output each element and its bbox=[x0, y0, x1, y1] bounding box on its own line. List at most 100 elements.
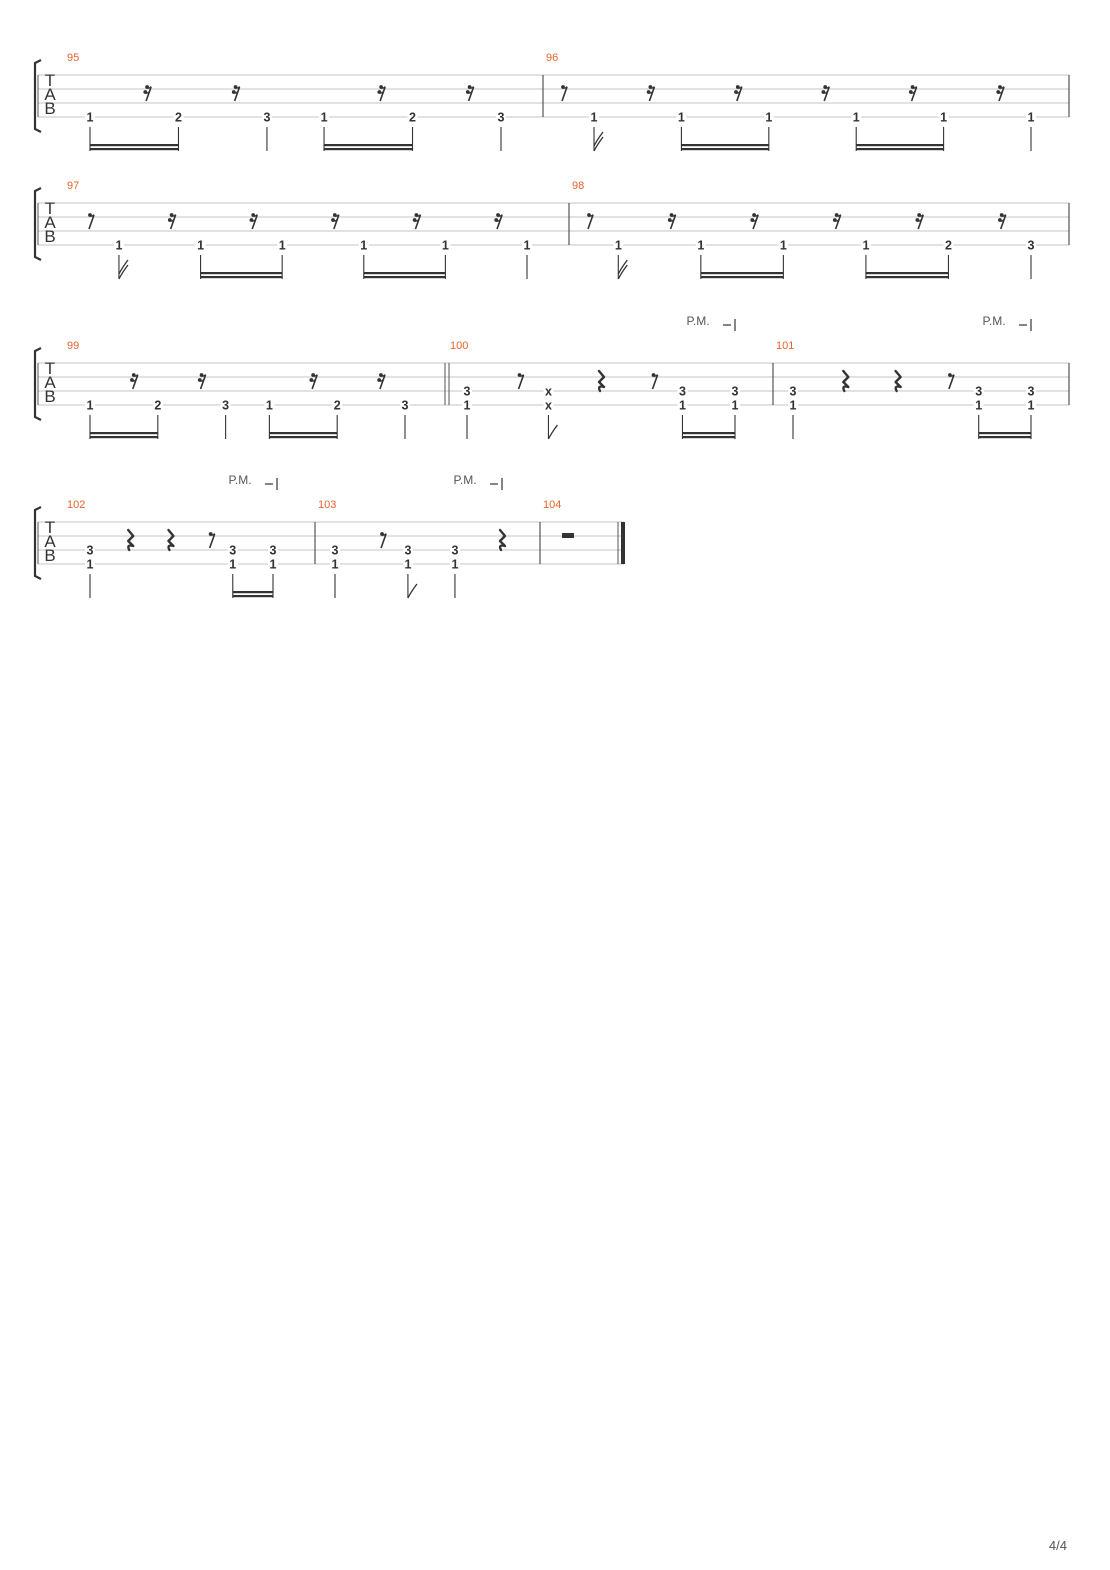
measure-number: 100 bbox=[450, 340, 468, 352]
fret-number: 1 bbox=[442, 239, 449, 253]
sixteenth-rest bbox=[379, 86, 386, 102]
note-flag bbox=[617, 264, 628, 280]
fret-mask bbox=[676, 111, 687, 123]
half-rest bbox=[562, 533, 574, 538]
fret-number: 1 bbox=[1028, 399, 1035, 413]
fret-number: 1 bbox=[591, 111, 598, 125]
fret-mask bbox=[851, 111, 862, 123]
fret-mask bbox=[763, 111, 774, 123]
sixteenth-rest bbox=[752, 214, 759, 230]
fret-mask bbox=[402, 558, 413, 570]
rest-hook bbox=[671, 214, 677, 217]
measure-number: 102 bbox=[67, 499, 85, 511]
measure-number: 103 bbox=[318, 499, 336, 511]
measure-104: 104 bbox=[543, 499, 574, 538]
beam bbox=[856, 148, 944, 151]
fret-number: 2 bbox=[409, 111, 416, 125]
fret-number: 3 bbox=[263, 111, 270, 125]
fret-mask bbox=[677, 385, 688, 397]
tab-clef-letter: T bbox=[45, 518, 55, 537]
rest-hook bbox=[381, 533, 387, 536]
beam bbox=[90, 432, 158, 435]
beam bbox=[978, 436, 1031, 439]
fret-mask bbox=[152, 399, 163, 411]
fret-mask bbox=[860, 239, 871, 251]
fret-number: 1 bbox=[697, 239, 704, 253]
fret-number: 3 bbox=[1028, 239, 1035, 253]
fret-number: 3 bbox=[498, 111, 505, 125]
note-flag bbox=[593, 131, 604, 147]
fret-mask bbox=[543, 385, 554, 397]
rest-hook bbox=[753, 214, 759, 217]
measure-number: 101 bbox=[776, 340, 794, 352]
sixteenth-rest bbox=[669, 214, 677, 230]
fret-mask bbox=[268, 558, 278, 570]
fret-number: 3 bbox=[679, 385, 686, 399]
quarter-rest bbox=[597, 369, 606, 393]
fret-number: 3 bbox=[402, 399, 409, 413]
rest-hook bbox=[919, 214, 924, 217]
fret-number: 3 bbox=[332, 544, 339, 558]
fret-number: 1 bbox=[87, 399, 94, 413]
sixteenth-rest bbox=[467, 86, 475, 102]
sixteenth-rest bbox=[145, 86, 152, 102]
beam bbox=[700, 276, 784, 279]
note-flag bbox=[407, 583, 418, 599]
system-bracket bbox=[33, 347, 42, 421]
rest-hook bbox=[999, 86, 1005, 89]
fret-number: 1 bbox=[790, 399, 797, 413]
beam bbox=[978, 432, 1031, 435]
rest-hook bbox=[146, 86, 152, 89]
fret-mask bbox=[227, 558, 238, 570]
fret-number: 1 bbox=[862, 239, 869, 253]
rest-hook bbox=[233, 91, 239, 94]
measure-number: 99 bbox=[67, 340, 79, 352]
fret-number: 3 bbox=[270, 544, 277, 558]
fret-number: 3 bbox=[87, 544, 94, 558]
fret-number: 3 bbox=[975, 385, 982, 399]
fret-mask bbox=[973, 385, 984, 397]
note-flag bbox=[617, 259, 628, 275]
fret-number: 1 bbox=[615, 239, 622, 253]
sixteenth-rest bbox=[910, 86, 918, 102]
tab-clef-letter: B bbox=[44, 387, 55, 406]
beam bbox=[90, 436, 158, 439]
fret-mask bbox=[788, 399, 798, 411]
sixteenth-rest bbox=[823, 86, 830, 102]
fret-number: 3 bbox=[222, 399, 229, 413]
beam bbox=[363, 272, 446, 275]
fret-number: 3 bbox=[404, 544, 411, 558]
rest-hook bbox=[379, 379, 384, 382]
rest-hook bbox=[469, 86, 475, 89]
eighth-rest bbox=[517, 374, 525, 390]
beam bbox=[269, 436, 338, 439]
fret-number: 1 bbox=[732, 399, 739, 413]
fret-number: 1 bbox=[229, 558, 236, 572]
note-flag bbox=[118, 264, 129, 280]
rest-hook bbox=[653, 374, 659, 377]
rest-hook bbox=[235, 86, 241, 89]
sixteenth-rest bbox=[251, 214, 258, 230]
fret-mask bbox=[778, 239, 789, 251]
fret-mask bbox=[407, 111, 418, 123]
tab-clef-letter: B bbox=[44, 227, 55, 246]
rest-hook bbox=[836, 214, 842, 217]
fret-number: 1 bbox=[975, 399, 982, 413]
dead-note: x bbox=[545, 385, 552, 399]
sixteenth-rest bbox=[999, 214, 1007, 230]
rest-hook bbox=[588, 214, 594, 217]
quarter-rest bbox=[894, 369, 902, 393]
rest-hook bbox=[834, 219, 840, 222]
fret-number: 3 bbox=[464, 385, 471, 399]
rest-hook bbox=[379, 91, 384, 94]
dead-note: x bbox=[545, 399, 552, 413]
rest-hook bbox=[648, 91, 654, 94]
sixteenth-rest bbox=[233, 86, 241, 102]
fret-mask bbox=[173, 111, 184, 123]
sixteenth-rest bbox=[414, 214, 422, 230]
fret-number: 1 bbox=[678, 111, 685, 125]
fret-mask bbox=[1026, 111, 1036, 123]
fret-mask bbox=[730, 385, 740, 397]
